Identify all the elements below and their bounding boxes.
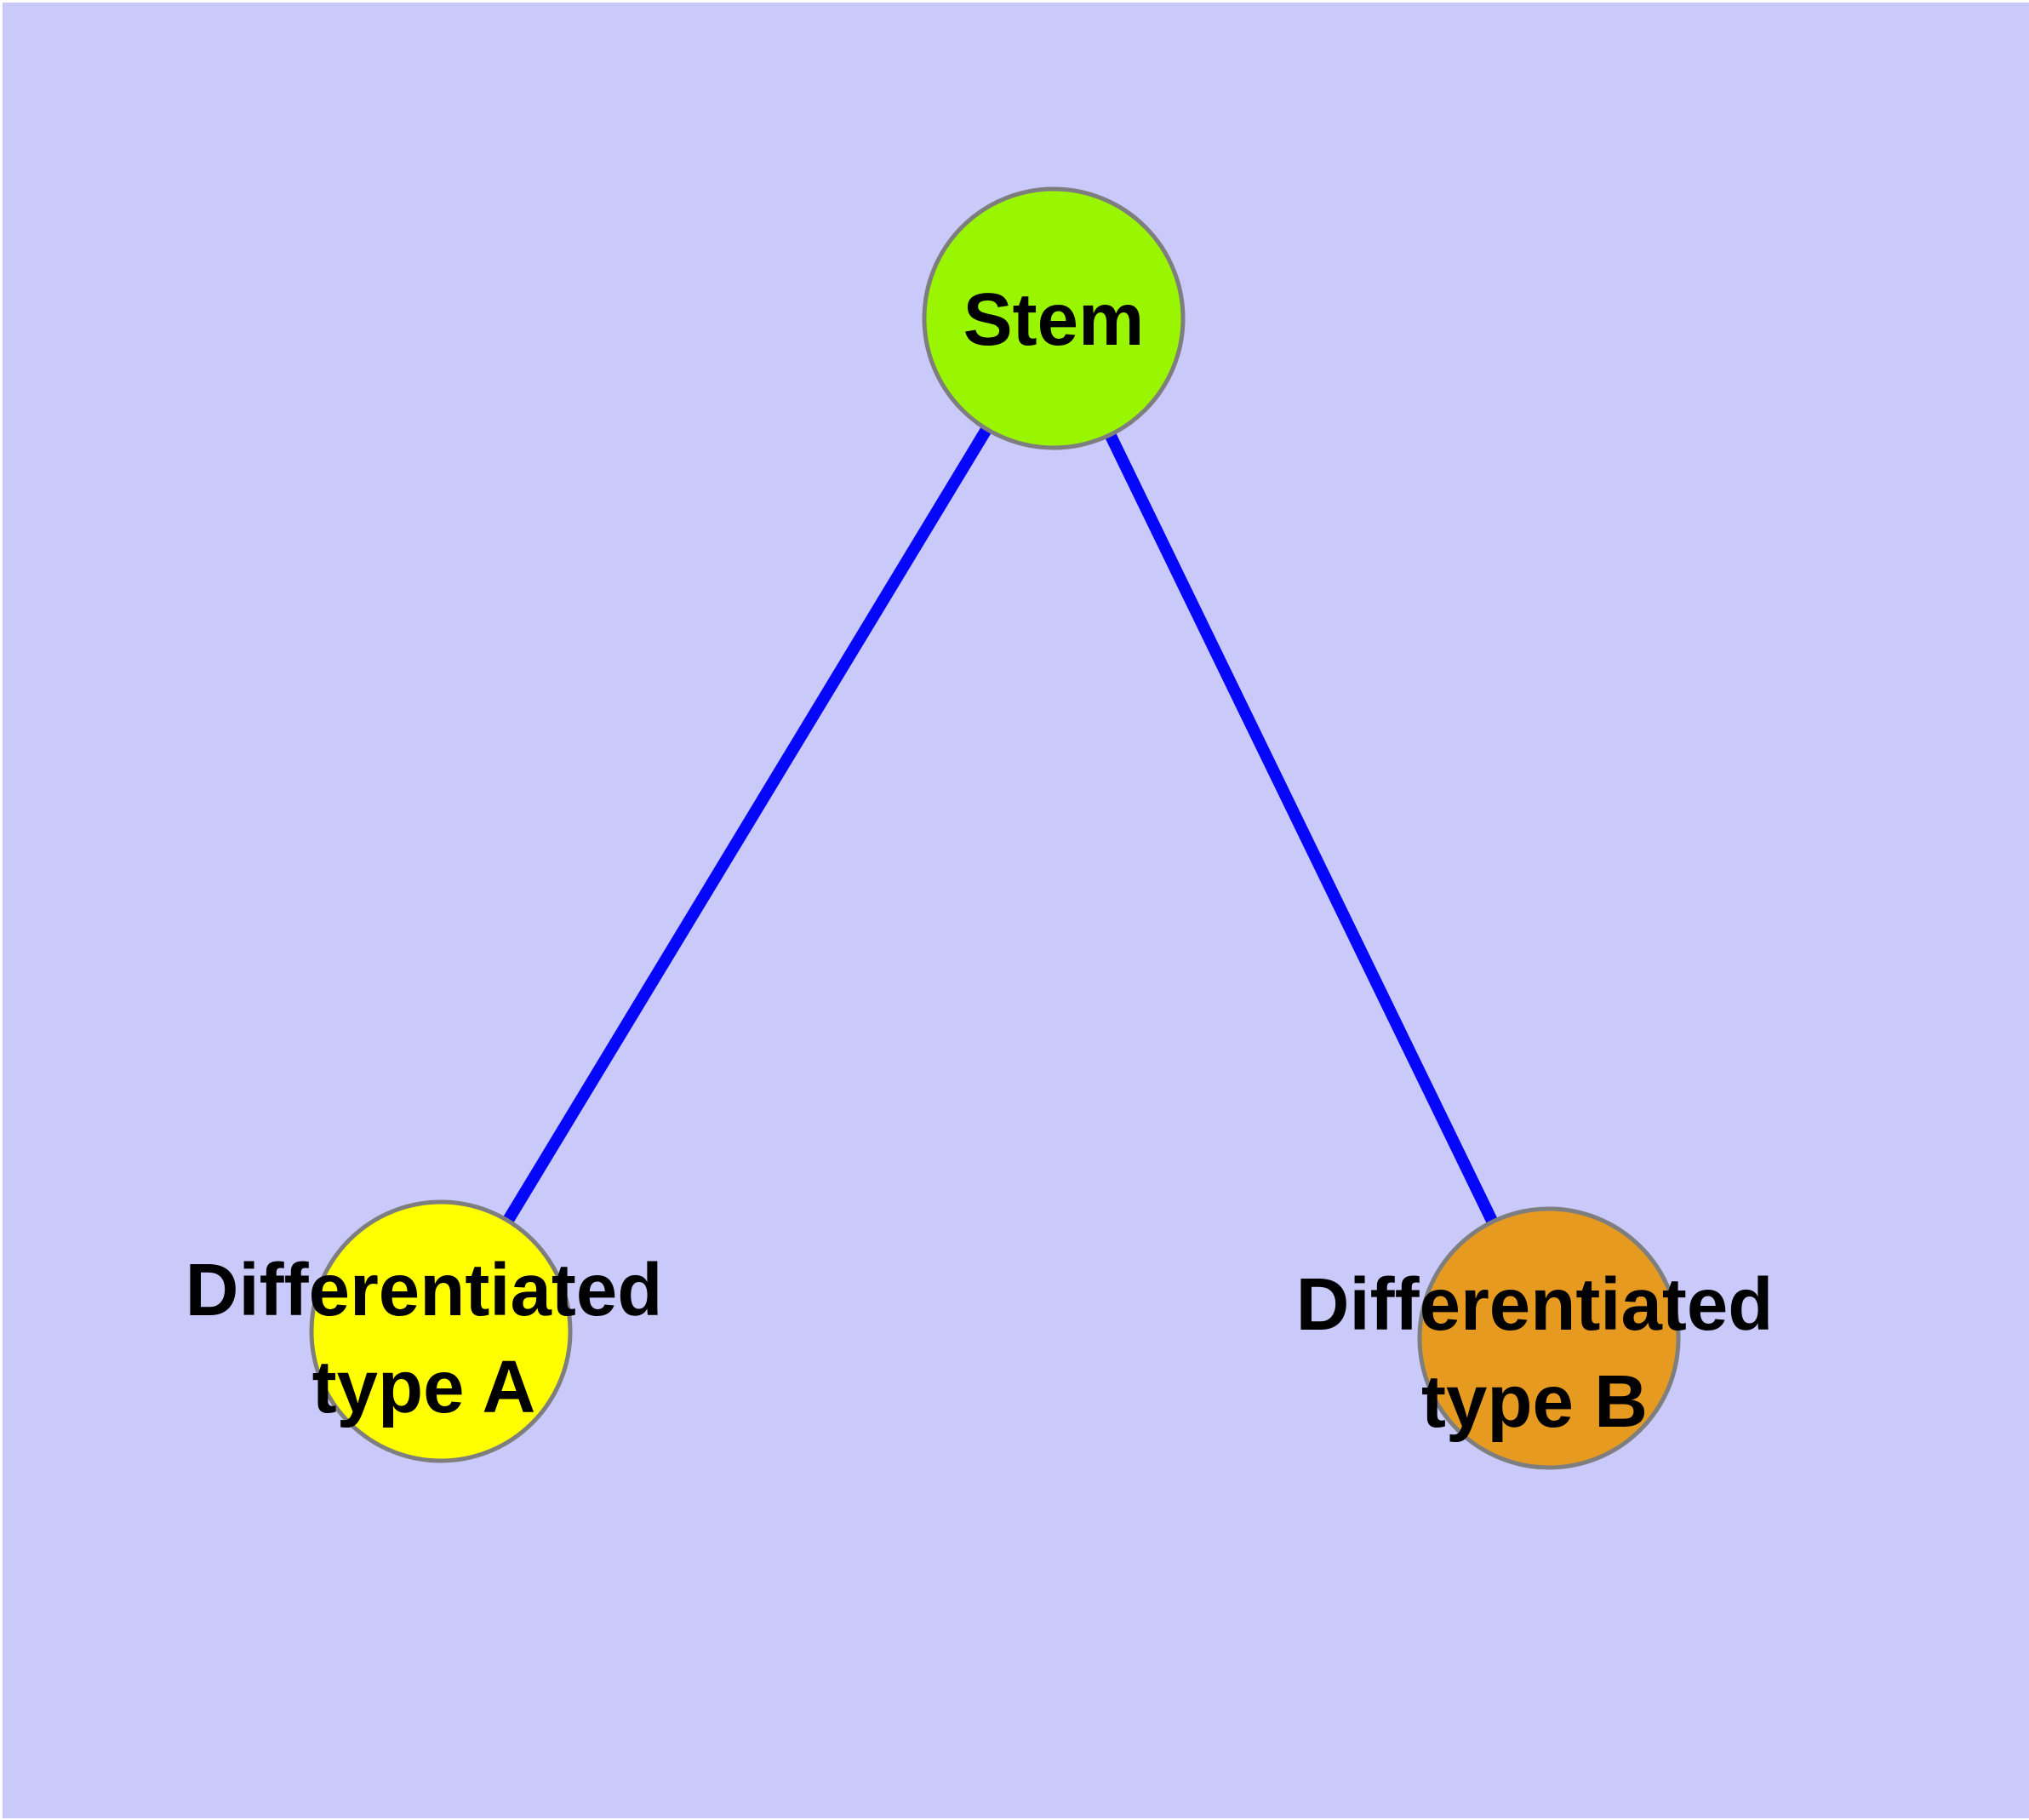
node-stem-label: Stem (963, 278, 1145, 362)
node-type-b-label: Differentiated type B (1295, 1263, 1774, 1443)
node-type-b-circle (1417, 1206, 1681, 1470)
node-type-a-circle (309, 1199, 573, 1463)
edge-stem-to-type-a (436, 315, 1059, 1335)
edge-stem-to-type-b (1048, 315, 1555, 1342)
node-type-a-label: Differentiated type A (185, 1249, 663, 1428)
node-stem-circle (922, 186, 1186, 450)
